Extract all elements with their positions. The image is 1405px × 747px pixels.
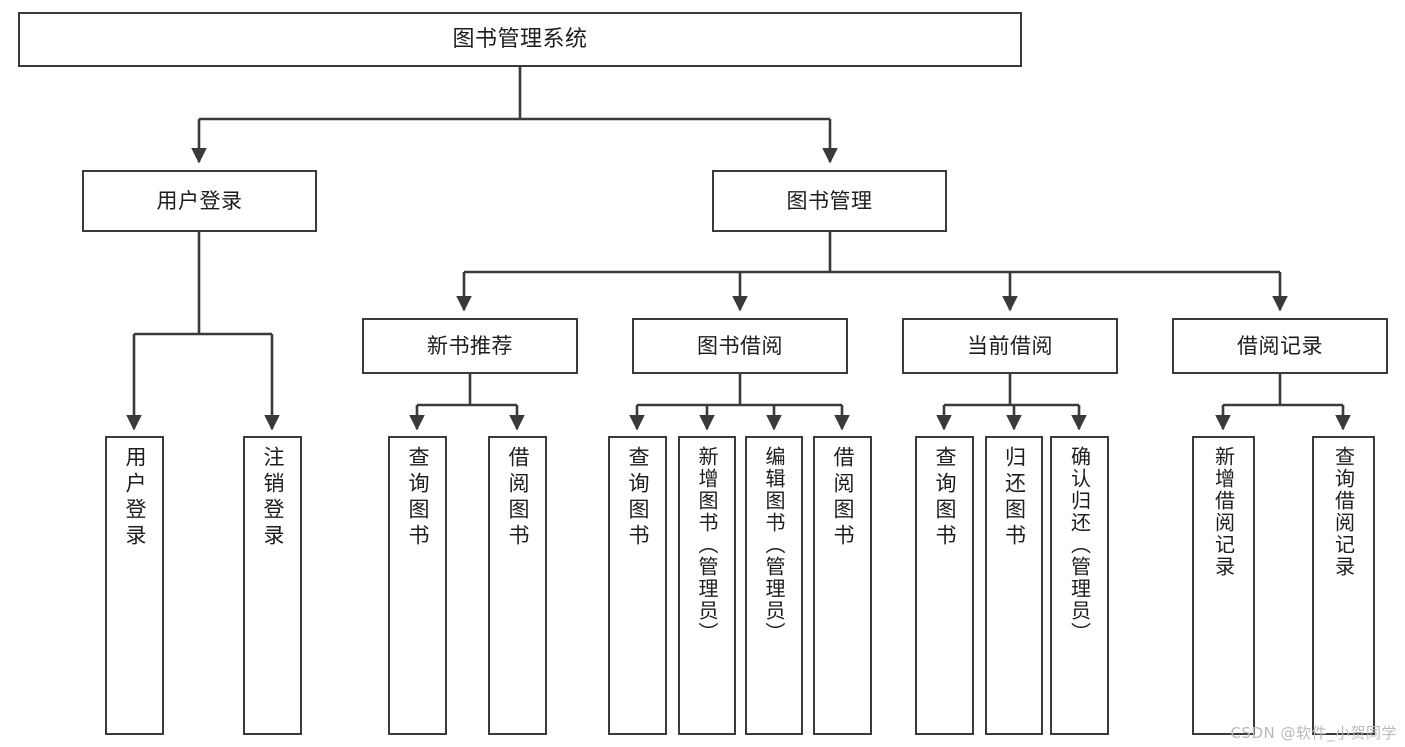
- leaf-query-book-recommend[interactable]: 查询图书: [388, 436, 447, 735]
- leaf-add-book-admin[interactable]: 新增图书（管理员）: [678, 436, 736, 735]
- node-label: 借阅记录: [1237, 333, 1323, 358]
- node-label: 图书管理系统: [452, 26, 588, 52]
- leaf-query-book-current[interactable]: 查询图书: [915, 436, 974, 735]
- node-label: 注销登录: [261, 446, 285, 550]
- leaf-borrow-book-recommend[interactable]: 借阅图书: [488, 436, 547, 735]
- node-root-system[interactable]: 图书管理系统: [18, 12, 1022, 67]
- node-new-book-recommend[interactable]: 新书推荐: [362, 318, 578, 374]
- leaf-add-borrow-record[interactable]: 新增借阅记录: [1192, 436, 1255, 735]
- leaf-borrow-book[interactable]: 借阅图书: [813, 436, 872, 735]
- node-label: 借阅图书: [506, 446, 530, 550]
- node-label: 编辑图书（管理员）: [762, 446, 786, 644]
- leaf-return-book[interactable]: 归还图书: [985, 436, 1043, 735]
- node-label: 图书管理: [786, 188, 873, 213]
- watermark-text: CSDN @软件_小贺同学: [1230, 724, 1397, 742]
- node-label: 归还图书: [1002, 446, 1027, 550]
- node-label: 查询借阅记录: [1331, 446, 1356, 578]
- node-label: 查询图书: [626, 446, 650, 550]
- node-book-borrow[interactable]: 图书借阅: [632, 318, 848, 374]
- node-label: 新增借阅记录: [1211, 446, 1236, 578]
- node-label: 当前借阅: [967, 333, 1053, 358]
- node-current-borrow[interactable]: 当前借阅: [902, 318, 1118, 374]
- node-label: 用户登录: [123, 446, 147, 550]
- node-label: 新书推荐: [427, 333, 513, 358]
- node-label: 用户登录: [156, 188, 243, 213]
- leaf-edit-book-admin[interactable]: 编辑图书（管理员）: [745, 436, 803, 735]
- node-user-login[interactable]: 用户登录: [82, 170, 317, 232]
- leaf-logout[interactable]: 注销登录: [243, 436, 302, 735]
- node-label: 查询图书: [933, 446, 957, 550]
- node-label: 查询图书: [406, 446, 430, 550]
- leaf-query-borrow-record[interactable]: 查询借阅记录: [1312, 436, 1375, 735]
- node-book-management[interactable]: 图书管理: [712, 170, 947, 232]
- node-label: 借阅图书: [831, 446, 855, 550]
- node-label: 图书借阅: [697, 333, 783, 358]
- node-label: 确认归还（管理员）: [1067, 446, 1092, 644]
- leaf-query-book-borrow[interactable]: 查询图书: [608, 436, 667, 735]
- leaf-confirm-return-admin[interactable]: 确认归还（管理员）: [1050, 436, 1109, 735]
- leaf-user-login[interactable]: 用户登录: [105, 436, 164, 735]
- node-label: 新增图书（管理员）: [695, 446, 719, 644]
- node-borrow-records[interactable]: 借阅记录: [1172, 318, 1388, 374]
